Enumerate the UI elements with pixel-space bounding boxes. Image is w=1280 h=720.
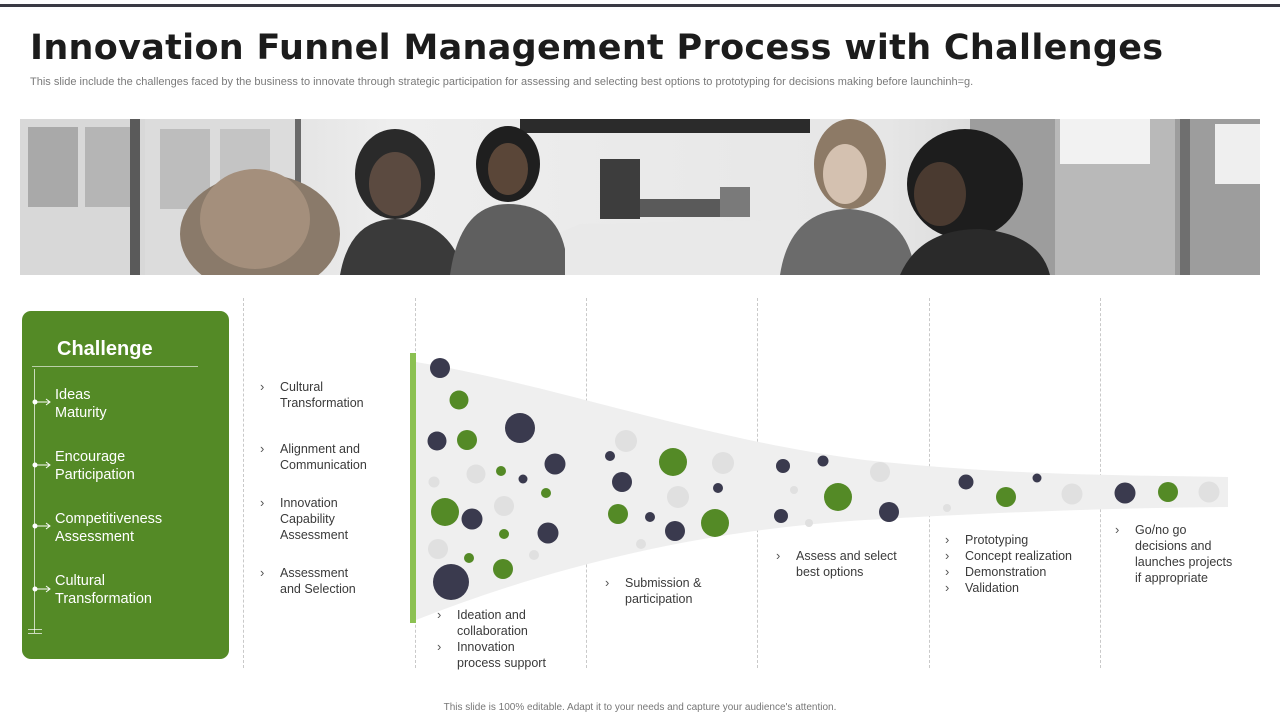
list-item-line: launches projects (1135, 554, 1265, 570)
stage-submission-list: Submission & participation (605, 575, 755, 607)
challenge-item-line: Cultural (55, 572, 225, 590)
list-item-line: Alignment and (280, 441, 410, 457)
arrow-right-icon (32, 521, 52, 531)
column-divider (243, 298, 244, 668)
top-rule (0, 4, 1280, 7)
funnel-accent-bar (410, 353, 416, 623)
stage-gonogo-list: Go/no go decisions and launches projects… (1115, 522, 1265, 586)
challenge-item-line: Maturity (55, 404, 225, 422)
stage-prototyping-list: Prototyping Concept realization Demonstr… (945, 532, 1095, 596)
challenge-heading: Challenge (57, 338, 153, 361)
list-item: Validation (945, 580, 1095, 596)
list-item-line: best options (796, 564, 926, 580)
list-item-line: Cultural (280, 379, 410, 395)
list-item-line: Communication (280, 457, 410, 473)
list-item-line: if appropriate (1135, 570, 1265, 586)
list-item-line: Go/no go (1135, 522, 1265, 538)
challenge-item-encourage-participation: Encourage Participation (55, 448, 225, 484)
challenge-item-ideas-maturity: Ideas Maturity (55, 386, 225, 422)
challenge-item-competitiveness-assessment: Competitiveness Assessment (55, 510, 225, 546)
list-item: Cultural Transformation (260, 379, 410, 411)
arrow-right-icon (32, 397, 52, 407)
arrow-right-icon (32, 584, 52, 594)
challenge-item-line: Participation (55, 466, 225, 484)
list-item-line: Assess and select (796, 548, 926, 564)
challenge-item-line: Transformation (55, 590, 225, 608)
list-item-line: Transformation (280, 395, 410, 411)
list-item: Submission & participation (605, 575, 755, 607)
arrow-right-icon (32, 460, 52, 470)
challenge-item-line: Assessment (55, 528, 225, 546)
list-item: Innovation Capability Assessment (260, 495, 410, 543)
innovation-funnel (405, 350, 1235, 625)
list-item-line: Submission & (625, 575, 755, 591)
list-item: Prototyping (945, 532, 1095, 548)
stage-ideation-list: Ideation and collaboration Innovation pr… (437, 607, 587, 671)
list-item-line: Assessment (280, 527, 410, 543)
list-item-line: decisions and (1135, 538, 1265, 554)
list-item: Assess and select best options (776, 548, 926, 580)
slide-subtitle: This slide include the challenges faced … (30, 76, 1250, 88)
list-item: Go/no go decisions and launches projects… (1115, 522, 1265, 586)
list-item: Ideation and collaboration (437, 607, 587, 639)
timeline-end (28, 633, 42, 634)
list-item: Alignment and Communication (260, 441, 410, 473)
list-item-line: Capability (280, 511, 410, 527)
timeline-end (28, 629, 42, 630)
challenge-item-line: Ideas (55, 386, 225, 404)
list-item-line: Assessment (280, 565, 410, 581)
list-item-line: collaboration (457, 623, 587, 639)
funnel-shape (416, 362, 1228, 620)
challenge-panel: Challenge Ideas Maturity Encourage Parti… (22, 311, 229, 659)
list-item: Demonstration (945, 564, 1095, 580)
list-item: Concept realization (945, 548, 1095, 564)
challenge-item-line: Encourage (55, 448, 225, 466)
challenge-item-cultural-transformation: Cultural Transformation (55, 572, 225, 608)
footer-note: This slide is 100% editable. Adapt it to… (0, 702, 1280, 713)
challenge-list: Cultural Transformation Alignment and Co… (260, 379, 410, 597)
list-item-line: Ideation and (457, 607, 587, 623)
list-item-line: participation (625, 591, 755, 607)
list-item: Innovation process support (437, 639, 587, 671)
divider (32, 366, 198, 367)
list-item: Assessment and Selection (260, 565, 410, 597)
list-item-line: process support (457, 655, 587, 671)
slide-title: Innovation Funnel Management Process wit… (30, 28, 1163, 68)
challenge-item-line: Competitiveness (55, 510, 225, 528)
list-item-line: Innovation (280, 495, 410, 511)
list-item-line: Innovation (457, 639, 587, 655)
stage-assess-list: Assess and select best options (776, 548, 926, 580)
list-item-line: and Selection (280, 581, 410, 597)
meeting-team-photo (20, 119, 1260, 275)
